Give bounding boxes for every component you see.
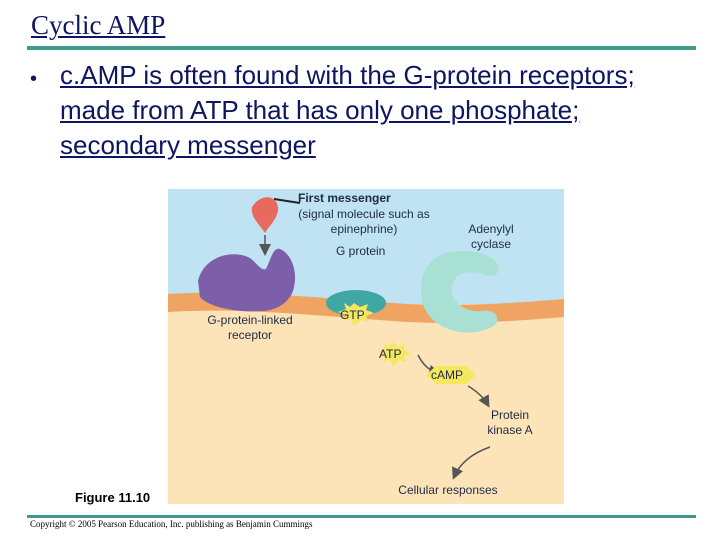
- atp-label: ATP: [379, 347, 402, 361]
- title-divider: [27, 46, 696, 50]
- cellular-responses-label: Cellular responses: [398, 483, 498, 497]
- figure-caption: Figure 11.10: [75, 490, 151, 505]
- g-protein-linked-receptor: [198, 248, 296, 312]
- protein-kinase-label: Protein kinase A: [487, 408, 533, 437]
- adenylyl-cyclase-label: Adenylyl cyclase: [468, 222, 514, 251]
- bullet-text: c.AMP is often found with the G-protein …: [60, 60, 635, 160]
- gtp-burst: [338, 303, 374, 326]
- cytoplasm-region: [168, 304, 564, 504]
- gtp-label: GTP: [340, 308, 365, 322]
- g-protein-label: G protein: [336, 244, 386, 258]
- bullet-marker: •: [30, 68, 38, 90]
- copyright-notice: Copyright © 2005 Pearson Education, Inc.…: [30, 519, 313, 529]
- signal-pointer-line: [273, 198, 301, 204]
- atp-burst: [378, 342, 411, 366]
- slide-title: Cyclic AMP: [31, 10, 166, 40]
- first-messenger-detail: (signal molecule such as epinephrine): [298, 207, 430, 236]
- first-messenger-title: First messenger: [298, 191, 391, 205]
- camp-molecule: [426, 366, 476, 384]
- footer-divider: [27, 515, 696, 518]
- camp-to-kinase-arrow: [467, 385, 490, 408]
- figure-illustration: [168, 197, 564, 504]
- signal-molecule: [251, 197, 279, 233]
- signaling-figure: First messenger (signal molecule such as…: [168, 189, 564, 504]
- kinase-to-responses-arrow: [452, 446, 491, 480]
- camp-label: cAMP: [431, 368, 464, 382]
- g-protein: [326, 290, 386, 316]
- adenylyl-cyclase: [420, 251, 499, 333]
- receptor-label: G-protein-linked receptor: [207, 313, 293, 342]
